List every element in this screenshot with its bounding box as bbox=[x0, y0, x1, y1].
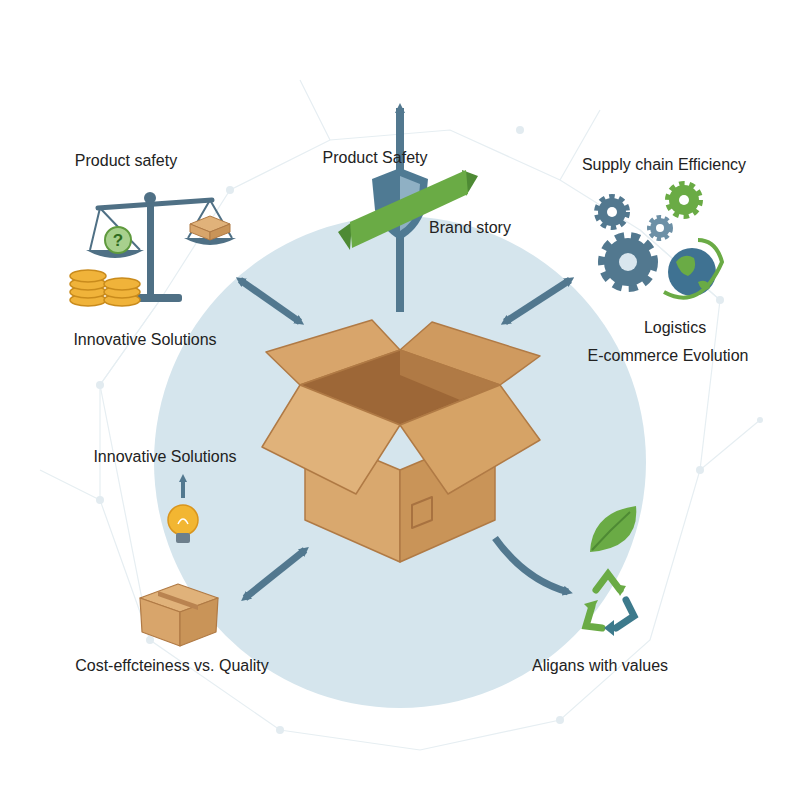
network-line bbox=[40, 80, 760, 640]
shield-icon bbox=[338, 168, 478, 250]
recycle-head bbox=[604, 620, 614, 636]
bulb-icon bbox=[168, 505, 198, 543]
gear-hole bbox=[679, 195, 689, 205]
network-dot bbox=[757, 417, 763, 423]
network-lines bbox=[40, 80, 760, 750]
mini-box-face bbox=[210, 224, 230, 240]
mini-box-face bbox=[190, 224, 210, 240]
box-flap bbox=[262, 385, 400, 494]
coin bbox=[70, 270, 106, 282]
network-dot bbox=[146, 636, 154, 644]
label-text: E-commerce Evolution bbox=[588, 346, 749, 366]
gear-body bbox=[598, 198, 626, 226]
scales-icon bbox=[70, 192, 236, 306]
bulb-filament bbox=[178, 519, 188, 524]
scales-post bbox=[147, 200, 154, 296]
label-text: Product Safety bbox=[323, 148, 428, 168]
label-text: Product safety bbox=[75, 151, 177, 171]
leaf-vein bbox=[592, 512, 630, 550]
gear-teeth bbox=[598, 198, 626, 226]
ribbon-end bbox=[338, 222, 352, 250]
gear-hole bbox=[607, 207, 617, 217]
gear-hole bbox=[619, 253, 637, 271]
recycle-icon bbox=[584, 574, 634, 636]
double-arrow bbox=[240, 280, 300, 322]
gear-body bbox=[650, 218, 670, 238]
coin-stack bbox=[70, 270, 140, 306]
network-dots bbox=[96, 126, 763, 734]
arrows bbox=[183, 108, 570, 598]
globe bbox=[668, 248, 716, 296]
gear-teeth bbox=[604, 238, 652, 286]
gear-teeth bbox=[669, 185, 699, 215]
double-arrow bbox=[505, 280, 570, 322]
bulb-glass bbox=[168, 505, 198, 535]
network-dot bbox=[556, 716, 564, 724]
label-text: Innovative Solutions bbox=[93, 447, 236, 467]
label-text: Cost-effcteiness vs. Quality bbox=[75, 656, 269, 676]
double-arrow bbox=[245, 550, 305, 598]
label-text: Innovative Solutions bbox=[73, 330, 216, 350]
recycle-head bbox=[614, 584, 626, 596]
network-dot bbox=[96, 381, 104, 389]
small-box-face bbox=[140, 598, 180, 646]
recycle-arrow bbox=[616, 600, 634, 628]
cardboard-box bbox=[262, 320, 540, 562]
box-flap bbox=[400, 385, 540, 494]
gear-hole bbox=[656, 224, 664, 232]
scales-pivot bbox=[144, 192, 156, 204]
gear-teeth bbox=[650, 218, 670, 238]
network-dot bbox=[276, 726, 284, 734]
box-label bbox=[412, 497, 432, 528]
network-dot bbox=[696, 466, 704, 474]
curved-arrow bbox=[495, 538, 568, 592]
network-dot bbox=[516, 126, 524, 134]
label-text: ? bbox=[113, 231, 123, 251]
small-up-arrow bbox=[181, 478, 185, 498]
recycle-arrow bbox=[586, 606, 602, 628]
small-box-icon bbox=[140, 584, 218, 646]
bulb-base bbox=[176, 533, 190, 543]
leaf-icon bbox=[590, 506, 636, 552]
ribbon-band bbox=[350, 170, 468, 248]
network-dot bbox=[96, 496, 104, 504]
label-text: Logistics bbox=[644, 318, 706, 338]
question-badge bbox=[105, 227, 131, 253]
gear-body bbox=[669, 185, 699, 215]
network-dot bbox=[716, 296, 724, 304]
label-text: Brand story bbox=[429, 218, 511, 238]
leaf bbox=[590, 506, 636, 552]
coin bbox=[104, 278, 140, 290]
network-dot bbox=[226, 186, 234, 194]
globe-land bbox=[676, 256, 710, 290]
globe-swoosh bbox=[664, 240, 722, 298]
label-text: Aligans with values bbox=[532, 656, 668, 676]
label-text: Supply chain Efficiency bbox=[582, 155, 746, 175]
recycle-head bbox=[584, 600, 598, 612]
small-box-tape bbox=[158, 591, 198, 610]
gear-body bbox=[604, 238, 652, 286]
gears-icon bbox=[598, 185, 722, 298]
